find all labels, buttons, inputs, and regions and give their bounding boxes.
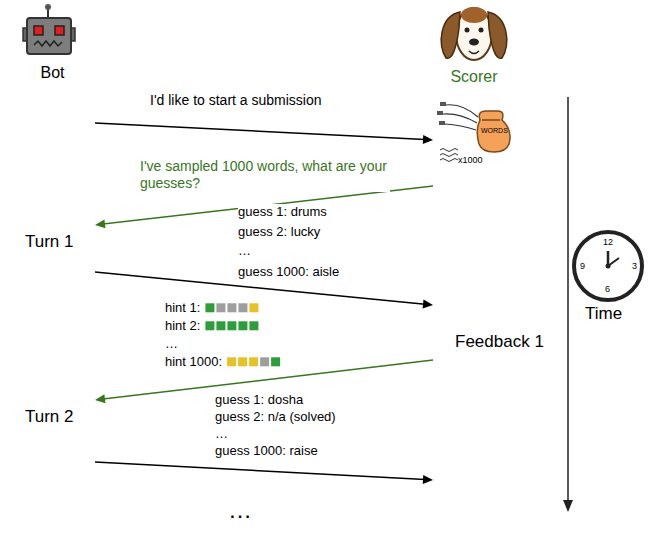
clock-number: 12: [603, 237, 613, 248]
wavy-mark: [440, 149, 458, 152]
bag-tie: [482, 119, 500, 121]
wavy-mark: [440, 154, 458, 157]
actor-name: Bot: [40, 63, 64, 82]
hint-line: hint 1:: [165, 300, 200, 316]
message-label: I've sampled 1000 words, what are your g…: [140, 158, 390, 192]
turn-label: Turn 1: [25, 232, 74, 252]
dog-ear: [441, 12, 460, 58]
robot-eye: [34, 26, 43, 35]
robot-icon: [23, 4, 75, 54]
arrow-line: [103, 186, 433, 224]
hint-square: [227, 321, 236, 330]
message-arrow: [95, 462, 433, 484]
robot-antenna-tip: [45, 4, 51, 10]
arrow-head: [423, 300, 433, 309]
arrow-head: [423, 475, 433, 484]
clock-number: 9: [580, 261, 585, 272]
hint-line: hint 1000:: [165, 354, 222, 370]
guess-line: guess 1: dosha: [215, 392, 303, 408]
clock-icon: [574, 232, 642, 300]
wavy-mark: [440, 159, 458, 162]
guess-line: guess 1000: aisle: [238, 264, 339, 280]
arrow-head: [95, 219, 105, 228]
turn-label: Turn 2: [25, 407, 74, 427]
message-arrow: [95, 123, 433, 144]
hint-square: [271, 357, 280, 366]
hint-square: [238, 321, 247, 330]
hint-square: [249, 321, 258, 330]
dog-head: [456, 8, 492, 60]
hint-square: [249, 357, 258, 366]
word-stream: [443, 114, 477, 123]
ellipsis: …: [228, 496, 252, 525]
arrow-head: [95, 394, 105, 403]
message-arrow: [95, 186, 433, 228]
hint-square: [205, 303, 214, 312]
robot-mouth: [34, 41, 62, 46]
hint-square: [227, 303, 236, 312]
hint-square: [227, 357, 236, 366]
hint-square: [216, 303, 225, 312]
guess-line: guess 2: lucky: [238, 224, 320, 240]
word-bag: [477, 111, 510, 152]
robot-antenna: [47, 9, 49, 18]
timeline-arrow: [563, 97, 573, 512]
hint-square: [249, 303, 258, 312]
clock-number: 6: [605, 284, 610, 295]
ellipsis: …: [165, 336, 178, 352]
robot-eye: [55, 26, 64, 35]
dog-ear: [488, 12, 507, 58]
hint-square: [205, 321, 214, 330]
message-label: I'd like to start a submission: [150, 92, 322, 109]
word-bag-icon: [437, 102, 510, 162]
hint-square: [216, 321, 225, 330]
arrow-line: [95, 123, 425, 140]
count-text: x1000: [458, 155, 483, 166]
hint-line: hint 2:: [165, 318, 200, 334]
ellipsis: …: [238, 243, 251, 259]
feedback-label: Feedback 1: [455, 332, 544, 352]
actor-lane: Scorer: [433, 5, 515, 480]
clock-center: [606, 264, 611, 269]
dog-eye: [479, 28, 484, 33]
word-scrap: [437, 111, 443, 115]
robot-head: [27, 18, 71, 54]
dog-eye: [465, 28, 470, 33]
hint-square: [238, 303, 247, 312]
dog-icon: [441, 7, 507, 60]
word-scrap: [439, 121, 445, 125]
guess-line: guess 1: drums: [238, 204, 327, 220]
dog-nose: [469, 39, 479, 46]
bag-text: WORDS: [481, 127, 508, 135]
ellipsis: …: [215, 426, 228, 442]
actor-name: Scorer: [450, 67, 497, 86]
guess-line: guess 2: n/a (solved): [215, 409, 336, 425]
dog-patch: [461, 7, 487, 23]
hint-square: [238, 357, 247, 366]
timeline-line: [567, 97, 569, 502]
timeline-head: [563, 500, 573, 512]
word-stream: [445, 124, 476, 130]
hint-square: [260, 357, 269, 366]
arrow-line: [95, 462, 425, 480]
word-stream: [446, 105, 478, 117]
arrow-head: [423, 135, 433, 144]
word-scrap: [440, 102, 446, 106]
guess-line: guess 1000: raise: [215, 443, 318, 459]
time-label: Time: [585, 304, 622, 324]
clock-face: [574, 232, 642, 300]
clock-number: 3: [632, 261, 637, 272]
dog-mouth: [469, 51, 479, 54]
